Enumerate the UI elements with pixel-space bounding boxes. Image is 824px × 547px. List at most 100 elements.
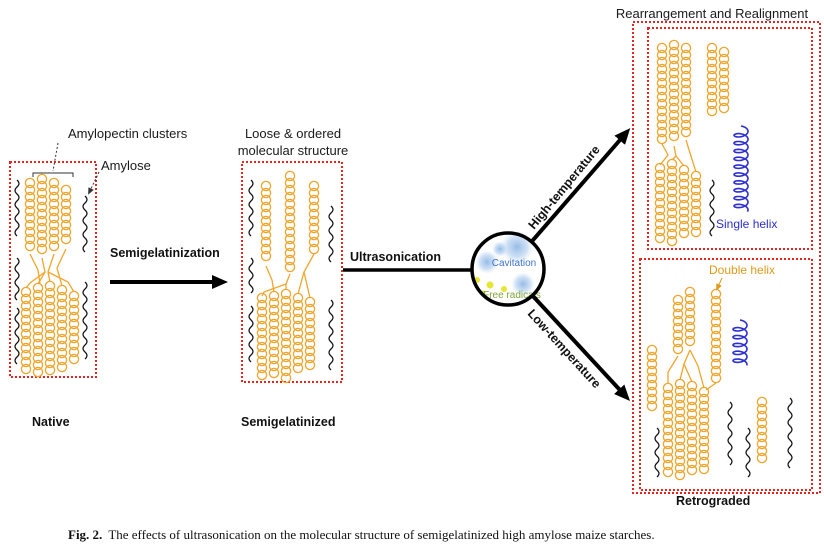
double-helix-loop <box>292 341 304 353</box>
amylopectin-branch <box>285 273 291 290</box>
double-helix-loop <box>24 233 36 245</box>
double-helix-loop <box>36 180 48 192</box>
double-helix-loop <box>68 297 80 309</box>
double-helix-loop <box>56 347 68 359</box>
double-helix-loop <box>36 208 48 220</box>
double-helix-loop <box>292 306 304 318</box>
double-helix-loop <box>56 340 68 352</box>
double-helix-loop <box>678 220 690 232</box>
double-helix-loop <box>32 310 44 322</box>
double-helix-chain <box>60 184 72 245</box>
amylose-chain <box>787 397 793 469</box>
double-helix-loop <box>20 363 32 375</box>
double-helix-loop <box>698 456 710 468</box>
double-helix-loop <box>268 367 280 379</box>
double-helix-loop <box>654 218 666 230</box>
double-helix-chain <box>666 158 678 247</box>
double-helix-loop <box>710 309 722 321</box>
double-helix-loop <box>646 393 658 405</box>
double-helix-loop <box>32 359 44 371</box>
double-helix-loop <box>668 39 680 51</box>
double-helix-loop <box>304 317 316 329</box>
double-helix-chain <box>36 173 48 255</box>
double-helix-loop <box>44 364 56 376</box>
double-helix-loop <box>684 328 696 340</box>
double-helix-loop <box>674 441 686 453</box>
single-helix-label: Single helix <box>716 217 777 231</box>
double-helix-loop <box>656 91 668 103</box>
double-helix-loop <box>718 60 730 72</box>
double-helix-loop <box>56 284 68 296</box>
double-helix-loop <box>280 323 292 335</box>
double-helix-loop <box>24 177 36 189</box>
double-helix-loop <box>32 352 44 364</box>
amylopectin-clusters-label: Amylopectin clusters <box>68 126 188 141</box>
double-helix-loop <box>666 200 678 212</box>
double-helix-loop <box>698 463 710 475</box>
double-helix-loop <box>268 339 280 351</box>
double-helix-loop <box>674 455 686 467</box>
amylopectin-branch <box>659 143 669 166</box>
double-helix-loop <box>44 294 56 306</box>
double-helix-loop <box>256 320 268 332</box>
double-helix-loop <box>256 299 268 311</box>
double-helix-loop <box>678 199 690 211</box>
double-helix-chain <box>756 396 768 464</box>
amylopectin-branch <box>47 253 55 283</box>
double-helix-loop <box>48 212 60 224</box>
double-helix-loop <box>308 180 320 192</box>
double-helix-loop <box>666 207 678 219</box>
double-helix-loop <box>706 42 718 54</box>
amylose-chain <box>745 427 751 478</box>
double-helix-loop <box>654 183 666 195</box>
double-helix-loop <box>280 351 292 363</box>
double-helix-loop <box>710 372 722 384</box>
double-helix-loop <box>36 222 48 234</box>
ultrasonication-label: Ultrasonication <box>350 250 441 264</box>
double-helix-loop <box>668 116 680 128</box>
double-helix-chain <box>680 42 692 138</box>
double-helix-loop <box>684 293 696 305</box>
double-helix-loop <box>280 372 292 384</box>
double-helix-loop <box>268 325 280 337</box>
double-helix-loop <box>646 372 658 384</box>
double-helix-loop <box>756 438 768 450</box>
double-helix-loop <box>292 320 304 332</box>
double-helix-loop <box>674 420 686 432</box>
double-helix-loop <box>36 194 48 206</box>
double-helix-loop <box>654 232 666 244</box>
double-helix-loop <box>668 67 680 79</box>
double-helix-loop <box>654 162 666 174</box>
double-helix-loop <box>674 427 686 439</box>
double-helix-loop <box>268 318 280 330</box>
double-helix-chain <box>48 177 60 252</box>
double-helix-loop <box>668 102 680 114</box>
double-helix-loop <box>690 205 702 217</box>
double-helix-loop <box>690 191 702 203</box>
double-helix-loop <box>48 240 60 252</box>
double-helix-loop <box>68 339 80 351</box>
double-helix-loop <box>686 380 698 392</box>
double-helix-loop <box>672 315 684 327</box>
retrograded-panel: Rearrangement and Realignment Single hel… <box>616 6 821 508</box>
amylose-chain <box>14 307 20 365</box>
double-helix-loop <box>36 173 48 185</box>
double-helix-chain <box>308 180 320 255</box>
semigelatinization-label: Semigelatinization <box>110 246 220 260</box>
double-helix-loop <box>268 304 280 316</box>
free-radicals-label: Free radicals <box>483 290 541 301</box>
amylopectin-branch <box>683 363 693 383</box>
double-helix-chain <box>710 288 722 384</box>
amylopectin-bracket <box>32 172 74 177</box>
double-helix-loop <box>668 81 680 93</box>
double-helix-loop <box>280 316 292 328</box>
double-helix-loop <box>20 286 32 298</box>
double-helix-loop <box>672 336 684 348</box>
double-helix-loop <box>690 177 702 189</box>
double-helix-loop <box>656 133 668 145</box>
double-helix-loop <box>678 192 690 204</box>
double-helix-loop <box>654 169 666 181</box>
double-helix-loop <box>304 303 316 315</box>
double-helix-loop <box>308 215 320 227</box>
